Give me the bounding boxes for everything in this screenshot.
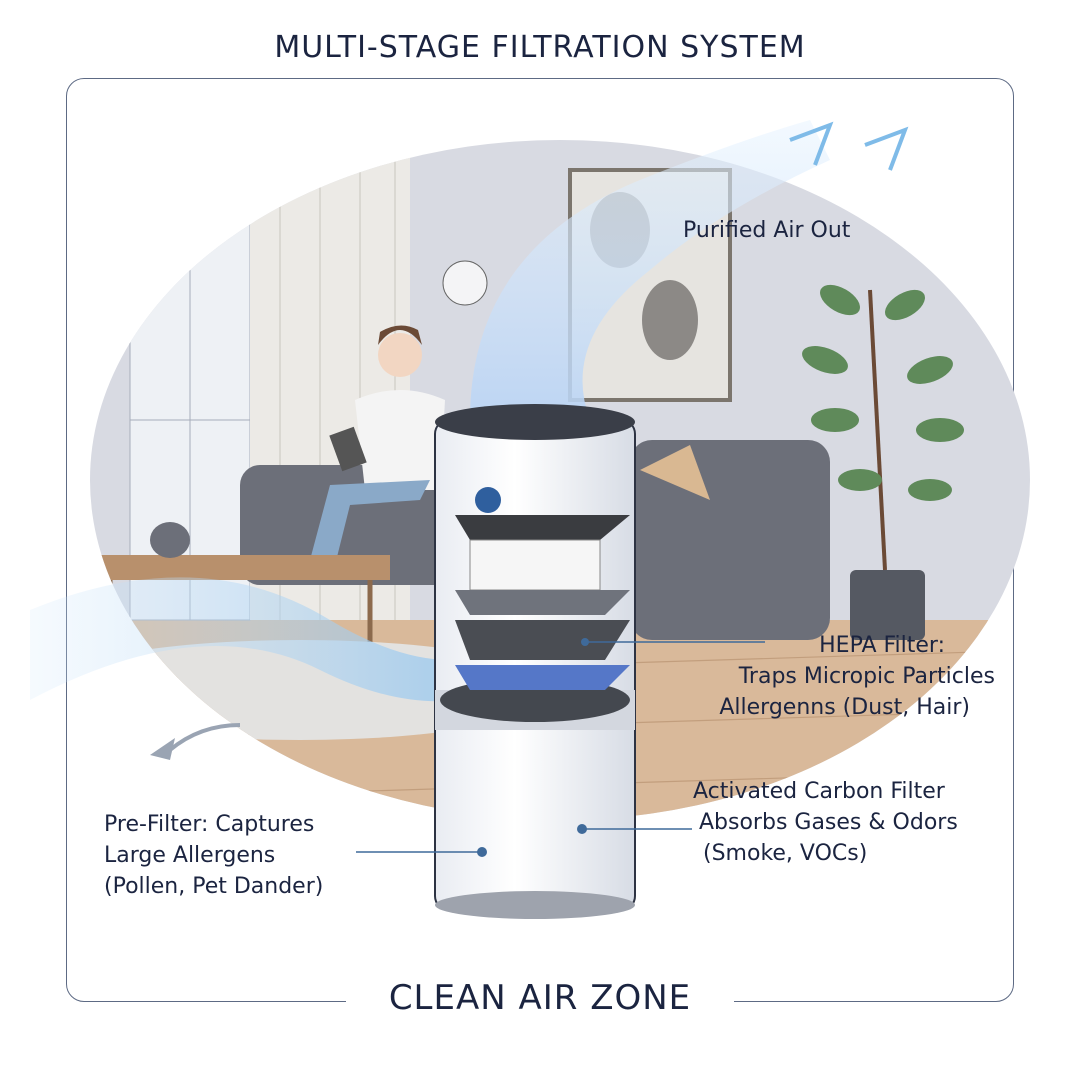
prefilter-label: Pre-Filter: Captures Large Allergens (Po…: [104, 809, 323, 902]
hepa-label-line1: HEPA Filter:: [819, 633, 945, 658]
hepa-filter-layer: [469, 539, 601, 591]
prefilter-label-line3: (Pollen, Pet Dander): [104, 874, 324, 899]
footer-title: CLEAN AIR ZONE: [346, 978, 734, 1018]
air-purifier: [434, 404, 636, 919]
plant-pot: [850, 570, 925, 640]
sofa-right: [630, 440, 830, 640]
pre-filter-layer: [455, 515, 630, 540]
hepa-label-line3: Allergenns (Dust, Hair): [719, 695, 970, 720]
person: [378, 333, 422, 377]
diagram-title: MULTI-STAGE FILTRATION SYSTEM: [274, 30, 806, 65]
hepa-label: HEPA Filter: Traps Micropic Particles Al…: [683, 630, 995, 723]
arrow-up-icon: [864, 126, 909, 171]
carbon-label-line1: Activated Carbon Filter: [693, 779, 945, 804]
carbon-filter-layer: [455, 590, 630, 615]
outflow-label: Purified Air Out: [683, 218, 851, 243]
carbon-label-line3: (Smoke, VOCs): [703, 841, 868, 866]
coffee-table: [90, 555, 390, 580]
plant-leaves: [802, 284, 964, 501]
power-button-icon[interactable]: [475, 487, 501, 513]
purified-air-flow: [470, 120, 830, 420]
carbon-label-line2: Absorbs Gases & Odors: [699, 810, 958, 835]
wall-lamp: [442, 260, 488, 306]
blue-filter-layer: [455, 665, 630, 690]
carbon-label: Activated Carbon Filter Absorbs Gases & …: [693, 776, 958, 869]
prefilter-label-line1: Pre-Filter: Captures: [104, 812, 315, 837]
hepa-label-line2: Traps Micropic Particles: [738, 664, 995, 689]
prefilter-label-line2: Large Allergens: [104, 843, 276, 868]
air-intake-flow: [30, 577, 500, 702]
arrow-up-icon: [789, 121, 834, 166]
